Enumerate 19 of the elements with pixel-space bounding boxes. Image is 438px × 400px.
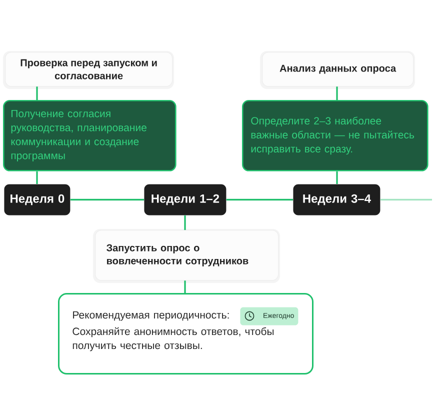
connector-line: [184, 215, 186, 230]
tip-text: Сохраняйте анонимность ответов, чтобы получить честные отзывы.: [72, 327, 274, 352]
week-box: Недели 3–4: [293, 184, 380, 216]
connector-line: [36, 86, 38, 100]
week-box: Недели 1–2: [144, 184, 226, 216]
connector-line: [336, 171, 338, 184]
connector-line: [184, 280, 186, 293]
connector-line: [336, 86, 338, 100]
description-box: Получение согласия руководства, планирование коммуникации и создание программы: [3, 100, 176, 172]
connector-line: [226, 198, 293, 200]
frequency-label: Рекомендуемая периодичность:: [73, 311, 229, 321]
connector-line: [36, 171, 38, 184]
heading-card: Проверка перед запуском и согласование: [3, 51, 174, 89]
week-box: Неделя 0: [4, 184, 70, 216]
connector-line: [70, 198, 144, 200]
description-box: Определите 2–3 наиболее важные области — не пытайтесь исправить все сразу.: [242, 100, 428, 172]
connector-line: [380, 198, 432, 200]
heading-card: Анализ данных опроса: [260, 51, 415, 89]
heading-card: Запустить опрос о вовлеченности сотрудников: [93, 229, 280, 283]
